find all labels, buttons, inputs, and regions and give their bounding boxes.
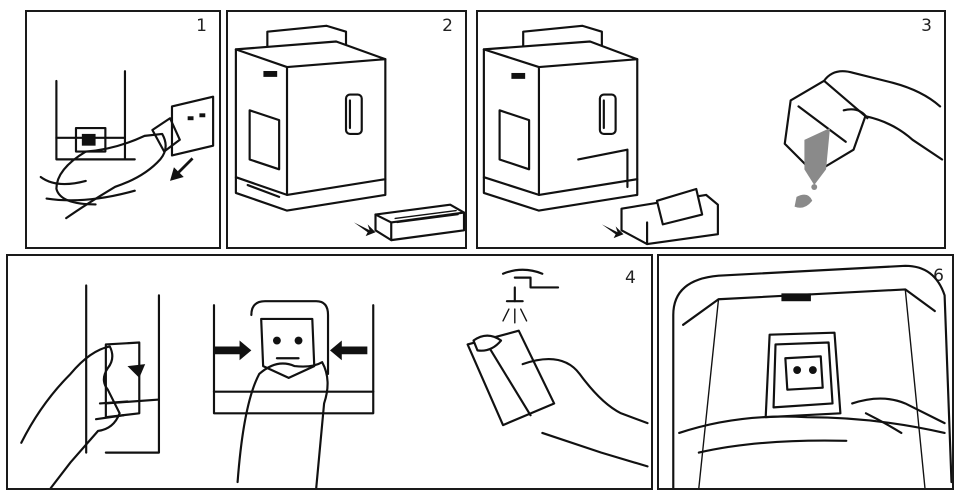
step-4-illustration	[8, 256, 651, 488]
arrow-icon	[330, 341, 367, 361]
step-4-panel: 4	[6, 254, 653, 490]
water-tap-icon	[503, 270, 558, 301]
step-6-illustration	[659, 256, 952, 488]
arrow-icon	[602, 224, 624, 238]
arrow-icon	[354, 222, 376, 236]
step-3-illustration	[478, 12, 944, 247]
step-2-panel: 2	[226, 10, 467, 249]
step-3-panel: 3	[476, 10, 946, 249]
arrow-icon	[214, 341, 251, 361]
step-1-illustration	[27, 12, 219, 247]
step-2-illustration	[228, 12, 465, 247]
step-1-panel: 1	[25, 10, 221, 249]
arrow-icon	[170, 157, 194, 181]
step-6-panel: 6	[657, 254, 954, 490]
